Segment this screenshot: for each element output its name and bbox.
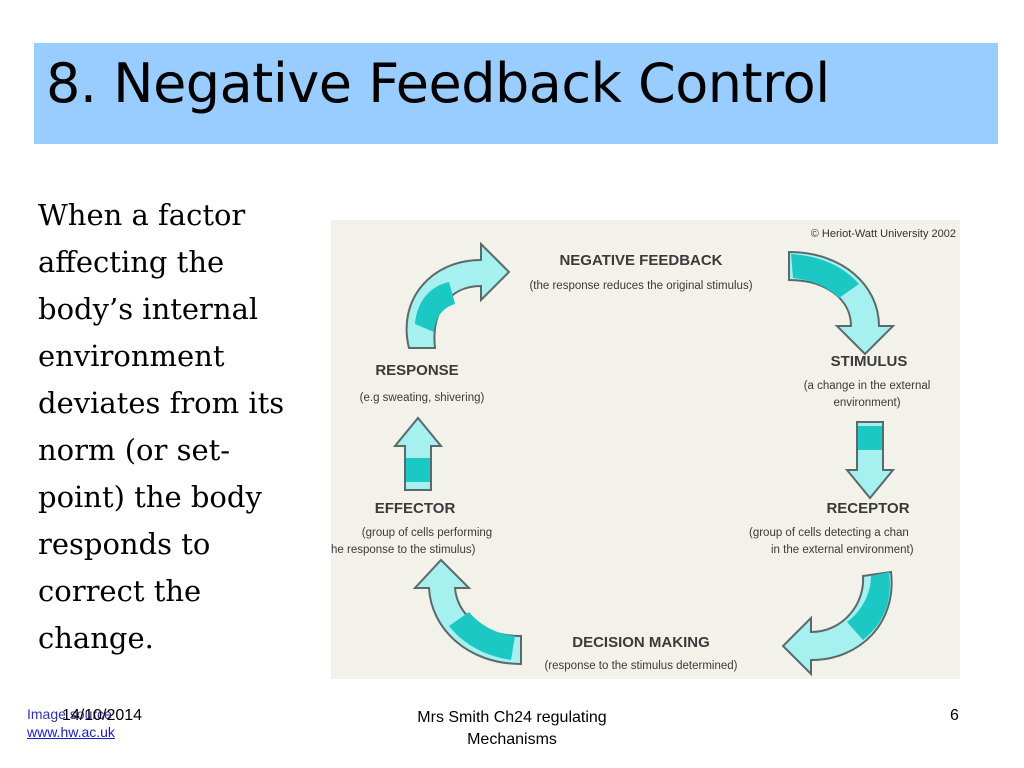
stimulus-sub-line2: environment) [833, 397, 901, 409]
body-line: deviates from its [38, 386, 285, 420]
receptor-heading: RECEPTOR [826, 500, 910, 517]
feedback-cycle-arrows [392, 241, 896, 677]
effector-sub-line1: (group of cells performing [361, 527, 493, 539]
decision-sub: (response to the stimulus determined) [544, 660, 738, 672]
body-line: correct the [38, 574, 202, 608]
body-line: norm (or set- [38, 433, 231, 467]
negative-feedback-sub: (the response reduces the original stimu… [529, 280, 753, 292]
body-line: body’s internal [38, 292, 259, 326]
body-line: responds to [38, 527, 211, 561]
image-source-label: Image source [27, 706, 112, 722]
body-line: point) the body [38, 480, 262, 514]
page-number: 6 [950, 707, 959, 724]
stimulus-sub-line1: (a change in the external [803, 380, 931, 392]
slide-title: 8. Negative Feedback Control [46, 52, 830, 115]
negative-feedback-diagram: © Heriot-Watt University 2002 NEGATIVE F… [331, 220, 960, 679]
arrow-up-small-icon [392, 416, 444, 491]
stimulus-heading: STIMULUS [830, 353, 908, 370]
footer-center: Mrs Smith Ch24 regulating Mechanisms [352, 707, 672, 751]
body-line: change. [38, 621, 154, 655]
footer-center-line2: Mechanisms [467, 731, 557, 748]
receptor-sub-line1: (group of cells detecting a chan [749, 527, 909, 539]
arrow-down-small-icon [844, 421, 896, 500]
image-source: Image source www.hw.ac.uk [27, 705, 115, 741]
arrow-bottom-right-icon [781, 570, 893, 677]
arrow-top-left-icon [405, 241, 511, 349]
arrow-bottom-left-icon [412, 558, 522, 666]
body-line: environment [38, 339, 225, 373]
body-line: affecting the [38, 245, 225, 279]
arrow-top-right-icon [788, 250, 896, 356]
body-line: When a factor [38, 198, 246, 232]
effector-heading: EFFECTOR [374, 500, 456, 517]
negative-feedback-heading: NEGATIVE FEEDBACK [559, 252, 723, 269]
effector-sub-line2: he response to the stimulus) [331, 544, 476, 556]
image-source-link[interactable]: www.hw.ac.uk [27, 724, 115, 740]
footer-center-line1: Mrs Smith Ch24 regulating [417, 709, 607, 726]
title-bar [34, 43, 998, 144]
response-sub: (e.g sweating, shivering) [359, 392, 485, 404]
footer-date: 14/10/2014 [62, 707, 143, 724]
body-text: When a factor affecting the body’s inter… [38, 192, 328, 662]
receptor-sub-line2: in the external environment) [771, 544, 914, 556]
decision-heading: DECISION MAKING [572, 634, 710, 651]
response-heading: RESPONSE [375, 362, 459, 379]
copyright-notice: © Heriot-Watt University 2002 [810, 228, 956, 240]
